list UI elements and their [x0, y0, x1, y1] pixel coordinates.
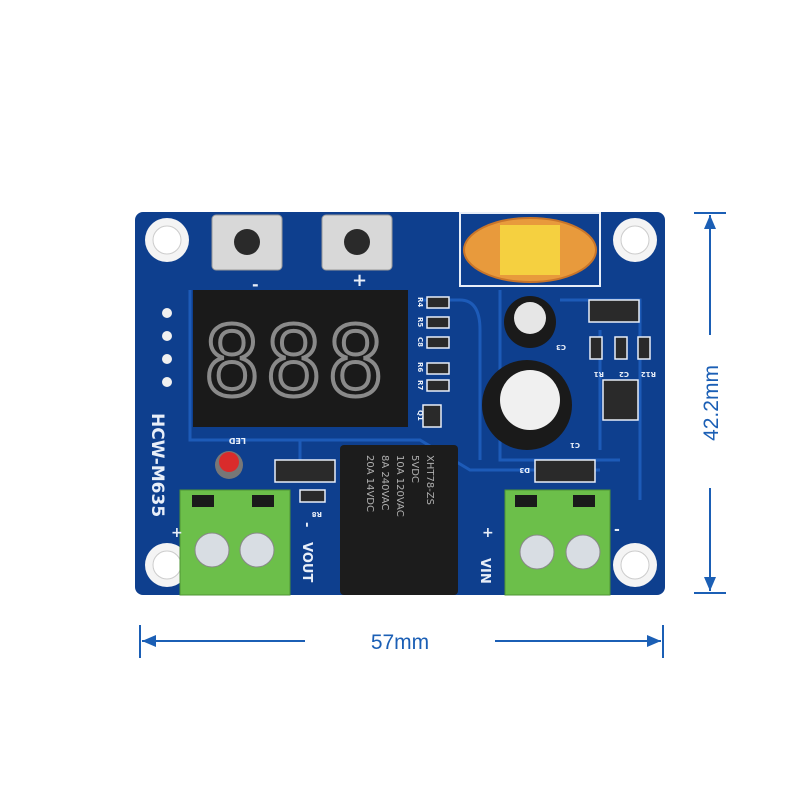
minus-label: - [252, 275, 259, 294]
red-led [215, 451, 243, 479]
label-c1: C1 [570, 441, 580, 449]
label-r8: R8 [312, 510, 322, 518]
relay-rating-2: 8A 240VAC [379, 455, 390, 510]
toroid-inductor [459, 212, 601, 287]
header-pads [162, 308, 172, 387]
display-digits: 888 [203, 306, 388, 418]
label-c3: C3 [556, 343, 566, 351]
height-dimension [694, 212, 726, 594]
label-q1: Q1 [416, 410, 424, 421]
mounting-holes [145, 218, 657, 587]
label-r12: R12 [641, 370, 656, 378]
width-label: 57mm [371, 631, 429, 654]
minus-button[interactable] [211, 214, 283, 271]
vout-minus-label: - [299, 522, 314, 527]
relay-model: XHT78-ZS [424, 455, 435, 505]
vin-minus-label: - [614, 522, 620, 538]
smd-components [274, 296, 651, 503]
relay-coil: 5VDC [409, 455, 420, 483]
label-r6: R6 [416, 362, 424, 372]
seven-segment-display: 888 [193, 290, 408, 427]
label-r7: R7 [416, 380, 424, 390]
output-terminal-block[interactable] [179, 489, 291, 596]
relay-rating-1: 10A 120VAC [394, 455, 405, 517]
label-c8: C8 [416, 337, 424, 347]
vout-plus-label: + [171, 525, 183, 541]
label-r4: R4 [416, 297, 424, 307]
led-label: LED [228, 436, 246, 445]
plus-button[interactable] [321, 214, 393, 271]
model-label: HCW-M635 [147, 413, 167, 517]
input-terminal-block[interactable] [504, 489, 611, 596]
width-dimension [139, 625, 664, 658]
electrolytic-capacitors [482, 296, 572, 450]
vin-label: VIN [477, 558, 492, 584]
vin-plus-label: + [482, 525, 494, 541]
label-d3: D3 [519, 466, 530, 474]
height-label: 42.2mm [700, 365, 723, 441]
label-r5: R5 [416, 317, 424, 327]
label-r1: R1 [594, 370, 604, 378]
plus-label: + [352, 270, 367, 291]
relay: XHT78-ZS 5VDC 10A 120VAC 8A 240VAC 20A 1… [340, 445, 458, 595]
relay-rating-3: 20A 14VDC [364, 455, 375, 512]
vout-label: VOUT [299, 542, 314, 582]
label-c2: C2 [619, 370, 629, 378]
